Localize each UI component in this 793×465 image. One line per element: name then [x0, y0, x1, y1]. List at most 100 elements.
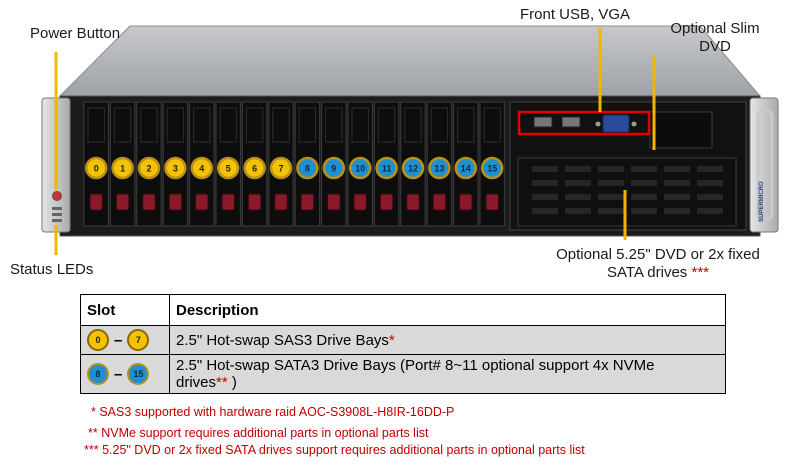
- drive-release-latch[interactable]: [195, 193, 209, 211]
- optional-slim-dvd-line2: DVD: [699, 38, 731, 55]
- drive-bay-13[interactable]: 13: [426, 101, 453, 227]
- slot-badge-to: 7: [127, 329, 150, 351]
- drive-release-latch[interactable]: [459, 193, 473, 211]
- drive-release-latch[interactable]: [115, 193, 130, 211]
- slot-badge: [322, 156, 346, 180]
- power-button[interactable]: [52, 191, 62, 201]
- front-usb-vga-highlight: [517, 110, 651, 136]
- vga-screw-right: [631, 121, 637, 127]
- drive-bay-4[interactable]: 4: [189, 101, 215, 227]
- vent-slot: [565, 208, 591, 214]
- description-asterisk: *: [388, 331, 395, 349]
- vent-slot: [664, 194, 690, 200]
- description-line2-wrap: drives** ): [176, 374, 719, 391]
- drive-release-latch[interactable]: [168, 193, 183, 211]
- drive-release-latch[interactable]: [406, 193, 420, 211]
- drive-bay-10[interactable]: 10: [347, 101, 373, 227]
- table-header-row: Slot Description: [80, 294, 726, 326]
- vent-slot: [565, 166, 591, 172]
- drive-bay-9[interactable]: 9: [321, 101, 347, 227]
- status-led-2: [52, 213, 62, 216]
- footnote-dvd: *** 5.25" DVD or 2x fixed SATA drives su…: [84, 443, 585, 457]
- drive-bay-8[interactable]: 8: [294, 101, 321, 227]
- slot-badge: [480, 156, 504, 180]
- vent-slot: [598, 166, 624, 172]
- optional-dvd-line1: Optional 5.25" DVD or 2x fixed: [556, 246, 760, 263]
- slot-badge: [428, 156, 451, 180]
- vent-slot: [631, 208, 657, 214]
- drive-bay-5[interactable]: 5: [215, 101, 241, 227]
- slot-description-table: Slot Description 0–7 2.5" Hot-swap SAS3 …: [80, 294, 726, 394]
- slot-range-sata3: 8–15: [80, 354, 170, 394]
- power-button-label: Power Button: [30, 25, 121, 42]
- vent-slot: [697, 180, 723, 186]
- vga-port[interactable]: [602, 114, 630, 133]
- vent-slot: [565, 194, 591, 200]
- drive-bay-12[interactable]: 12: [400, 101, 426, 227]
- slot-number: 9: [331, 164, 336, 174]
- slot-badge: [111, 156, 134, 180]
- drive-bay-11[interactable]: 11: [373, 101, 400, 227]
- drive-bay-15[interactable]: 15: [479, 101, 505, 227]
- drive-release-latch[interactable]: [353, 193, 367, 211]
- optional-dvd-asterisks: ***: [691, 264, 709, 281]
- slot-badge-from: 8: [87, 363, 109, 385]
- status-led-3: [52, 219, 62, 222]
- right-handle: [756, 108, 774, 222]
- slot-range-sas3: 0–7: [80, 325, 170, 355]
- header-slot: Slot: [80, 294, 170, 326]
- description-line1: 2.5" Hot-swap SATA3 Drive Bays (Port# 8~…: [176, 357, 655, 374]
- slot-badge: [84, 156, 108, 180]
- slot-badge: [296, 156, 319, 180]
- vent-slot: [664, 180, 690, 186]
- drive-release-latch[interactable]: [432, 193, 447, 211]
- drive-bay-0[interactable]: 0: [83, 101, 109, 227]
- vent-slot: [664, 166, 690, 172]
- slot-badge: [137, 156, 161, 180]
- drive-release-latch[interactable]: [327, 193, 341, 211]
- drive-release-latch[interactable]: [300, 193, 315, 211]
- drive-release-latch[interactable]: [221, 193, 235, 211]
- drive-bay-2[interactable]: 2: [136, 101, 162, 227]
- optional-slim-dvd-label: Optional Slim DVD: [660, 20, 770, 56]
- vent-slot: [532, 194, 558, 200]
- vga-screw-left: [595, 121, 601, 127]
- footnote-nvme: ** NVMe support requires additional part…: [88, 426, 429, 440]
- drive-release-latch[interactable]: [142, 193, 156, 211]
- drive-release-latch[interactable]: [274, 193, 288, 211]
- vent-slot: [631, 166, 657, 172]
- status-leds-label: Status LEDs: [10, 261, 94, 278]
- slot-number: 0: [94, 164, 99, 174]
- drive-release-latch[interactable]: [89, 193, 103, 211]
- range-dash: –: [114, 365, 123, 383]
- dvd-bay-vents: [532, 166, 723, 214]
- drive-bay-3[interactable]: 3: [162, 101, 189, 227]
- optional-dvd-label: Optional 5.25" DVD or 2x fixed SATA driv…: [546, 246, 770, 282]
- drive-bay-14[interactable]: 14: [453, 101, 479, 227]
- vent-slot: [532, 208, 558, 214]
- description-sata3: 2.5" Hot-swap SATA3 Drive Bays (Port# 8~…: [169, 354, 726, 394]
- slot-number: 3: [173, 164, 178, 174]
- slot-number: 11: [382, 164, 392, 174]
- slot-badge: [375, 156, 398, 180]
- usb-port-1[interactable]: [533, 116, 553, 128]
- usb-port-2[interactable]: [561, 116, 581, 128]
- description-line2: drives: [176, 374, 217, 391]
- drive-bay-7[interactable]: 7: [268, 101, 294, 227]
- slot-badge: [269, 156, 293, 180]
- slot-badge: [190, 156, 214, 180]
- drive-release-latch[interactable]: [379, 193, 394, 211]
- slot-number: 12: [408, 164, 418, 174]
- vent-slot: [598, 180, 624, 186]
- slot-number: 6: [252, 164, 257, 174]
- slot-badge: [348, 156, 372, 180]
- drive-release-latch[interactable]: [485, 193, 499, 211]
- drive-bay-1[interactable]: 1: [109, 101, 136, 227]
- slim-dvd-bay[interactable]: [649, 111, 713, 149]
- vent-slot: [631, 180, 657, 186]
- drive-bay-6[interactable]: 6: [241, 101, 268, 227]
- drive-release-latch[interactable]: [247, 193, 262, 211]
- description-sas3: 2.5" Hot-swap SAS3 Drive Bays*: [169, 325, 726, 355]
